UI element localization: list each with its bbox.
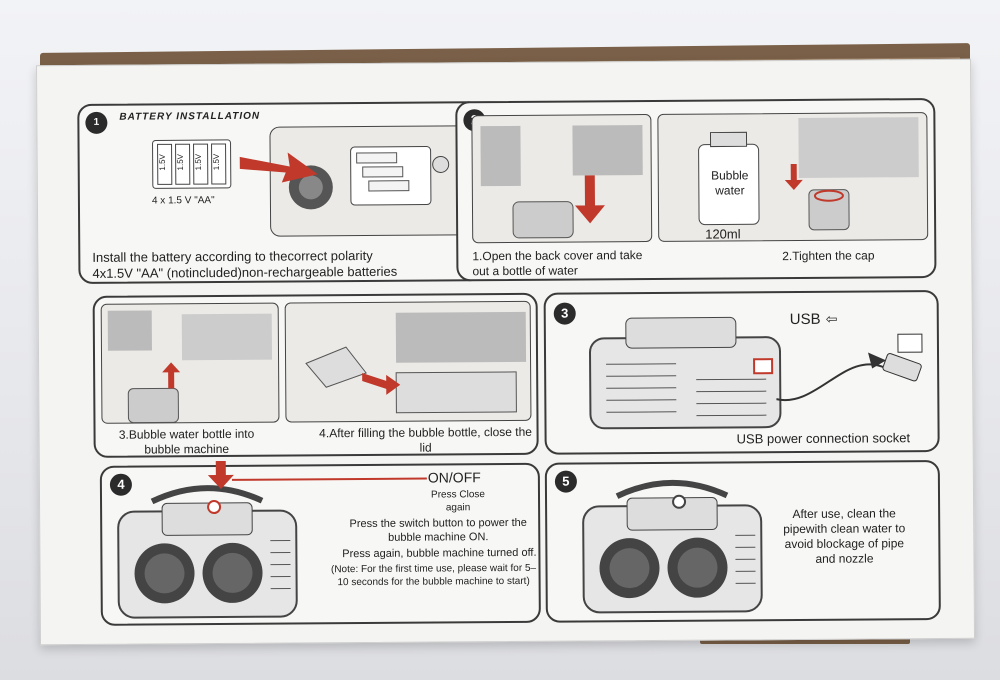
back-cover-illustration bbox=[471, 113, 653, 244]
step2-caption-a: 1.Open the back cover and take out a bot… bbox=[472, 248, 643, 279]
machine-front-illustration-2 bbox=[582, 479, 763, 614]
cell-label-4: 1.5V bbox=[211, 153, 221, 171]
insert-bottle-illustration bbox=[100, 302, 280, 424]
bottle-label: Bubble water bbox=[711, 168, 749, 198]
step3-caption: USB power connection socket bbox=[736, 430, 911, 447]
step3-number: 3 bbox=[553, 302, 576, 325]
step5-number: 5 bbox=[554, 470, 577, 493]
step4-note: (Note: For the first time use, please wa… bbox=[330, 562, 537, 588]
step1-number: 1 bbox=[85, 111, 108, 134]
step1-panel: 1 BATTERY INSTALLATION 1.5V 1.5V 1.5V 1.… bbox=[77, 101, 484, 284]
step1-header: BATTERY INSTALLATION bbox=[119, 110, 261, 123]
battery-icon bbox=[152, 139, 232, 189]
step2b-panel: 3.Bubble water bottle into bubble machin… bbox=[92, 292, 539, 458]
box-side-panel: 1 BATTERY INSTALLATION 1.5V 1.5V 1.5V 1.… bbox=[35, 58, 976, 646]
step2-caption-d: 4.After filling the bubble bottle, close… bbox=[319, 424, 533, 455]
machine-side-illustration bbox=[589, 316, 782, 430]
cell-label-2: 1.5V bbox=[175, 153, 185, 171]
battery-compartment-illustration bbox=[269, 125, 471, 237]
step4-panel: 4 ON/OFF Press Close again Press the swi… bbox=[99, 460, 541, 626]
step5-body: After use, clean the pipewith clean wate… bbox=[783, 506, 906, 566]
battery-caption: 4 x 1.5 V "AA" bbox=[151, 195, 215, 207]
step3-panel: 3 USB ⇦ USB power connection socket bbox=[543, 289, 940, 455]
step1-instruction-2: 4x1.5V "AA" (notincluded)non-rechargeabl… bbox=[92, 263, 398, 281]
bottle-illustration: Bubble water 120ml bbox=[657, 112, 929, 242]
cell-label-3: 1.5V bbox=[193, 153, 203, 171]
bottle-volume: 120ml bbox=[705, 226, 741, 242]
usb-label: USB bbox=[789, 310, 821, 329]
cell-label-1: 1.5V bbox=[157, 154, 167, 171]
step2-panel: 2 Bubble water 12 bbox=[455, 97, 937, 282]
step4-body: Press the switch button to power the bub… bbox=[349, 516, 527, 544]
red-arrow-icon bbox=[239, 152, 318, 183]
switch-arrow-icon bbox=[207, 460, 234, 489]
machine-front-illustration bbox=[117, 485, 298, 619]
usb-icon: ⇦ bbox=[825, 310, 838, 327]
step2-caption-c: 3.Bubble water bottle into bubble machin… bbox=[118, 426, 255, 457]
usb-cable-illustration bbox=[776, 333, 923, 402]
switch-leader-line bbox=[231, 477, 427, 481]
step2-caption-b: 2.Tighten the cap bbox=[782, 248, 875, 264]
switch-label: ON/OFF bbox=[427, 469, 481, 486]
step5-panel: 5 After use, clean the pipewith clean wa… bbox=[544, 459, 941, 623]
close-lid-illustration bbox=[284, 300, 532, 423]
press-close-label: Press Close again bbox=[431, 489, 485, 513]
step4-body2: Press again, bubble machine turned off. bbox=[342, 546, 537, 561]
